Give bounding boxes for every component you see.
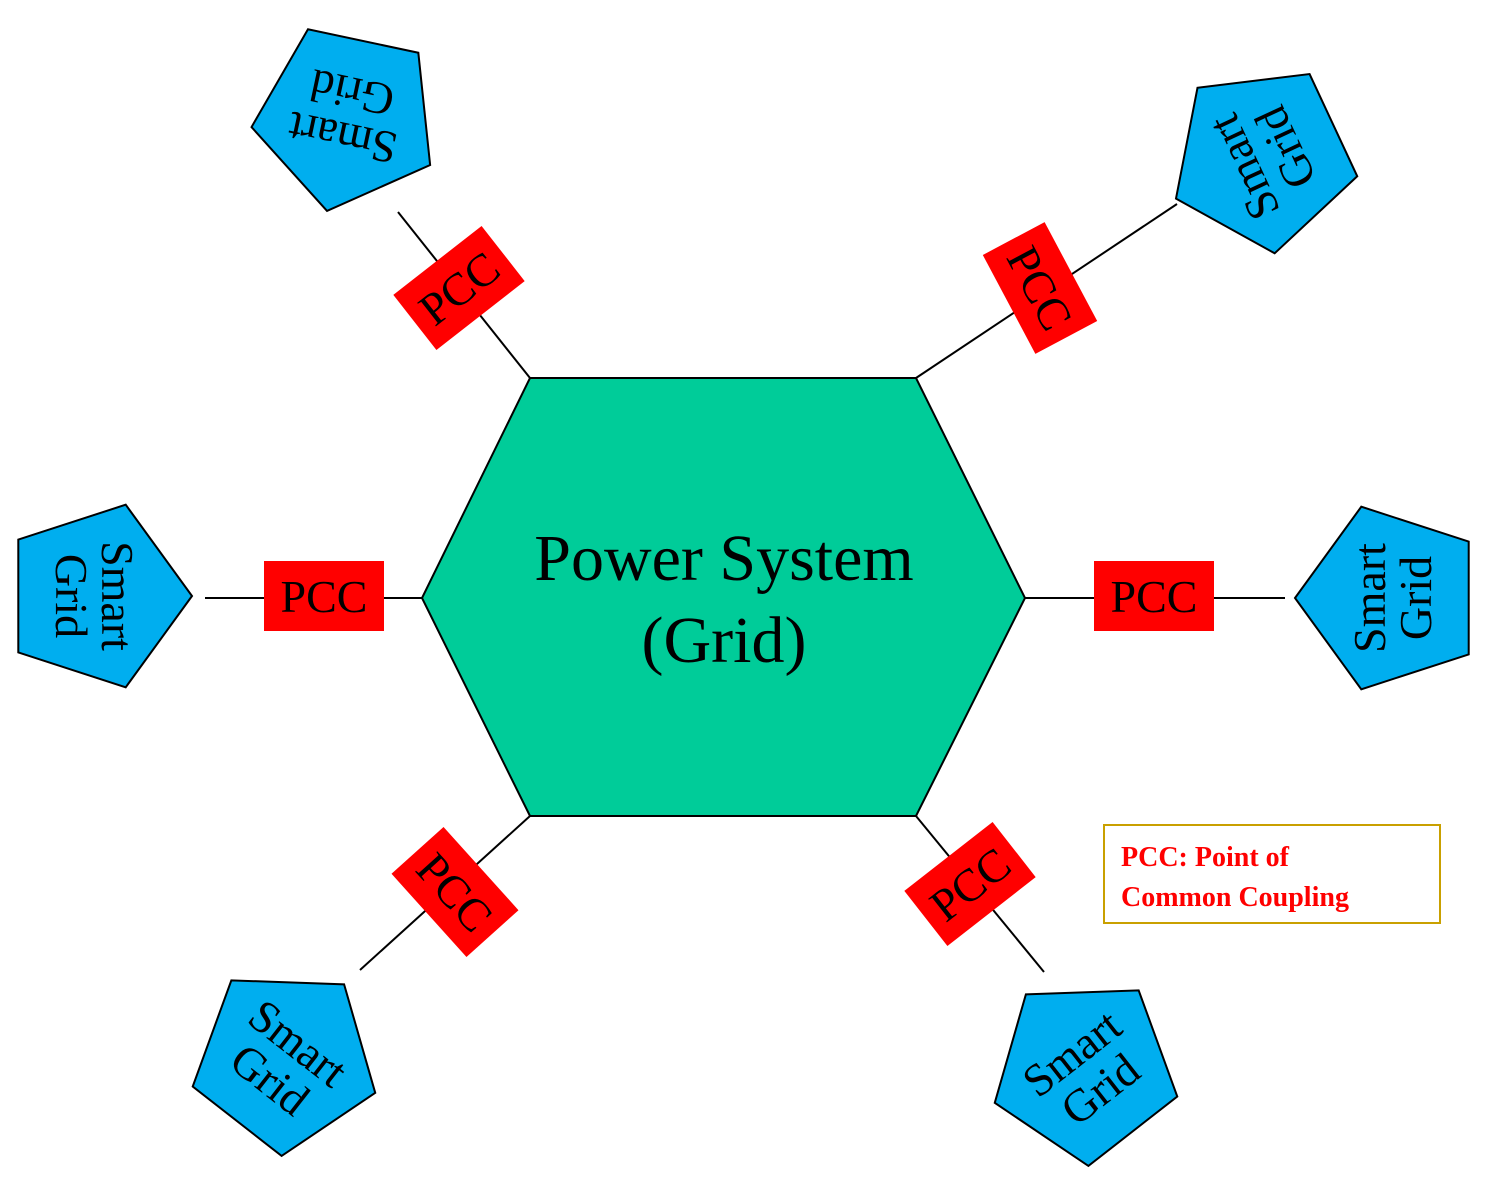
pcc-box-right: PCC bbox=[1094, 561, 1214, 631]
smart-grid-left: Smart Grid bbox=[17, 503, 194, 689]
pcc-rect bbox=[904, 821, 1036, 947]
pcc-rect bbox=[982, 222, 1098, 354]
smart-grid-top-right: Smart Grid bbox=[1174, 72, 1359, 255]
pentagon-shape bbox=[1174, 72, 1359, 255]
smart-grid-bottom-left: Smart Grid bbox=[191, 979, 377, 1158]
pcc-label: PCC bbox=[1111, 571, 1198, 622]
legend-box: PCC: Point of Common Coupling bbox=[1103, 824, 1441, 924]
smart-grid-bottom-right: Smart Grid bbox=[993, 989, 1179, 1168]
pcc-rect bbox=[391, 826, 519, 958]
pcc-box-bottom-right: PCC bbox=[904, 821, 1036, 947]
pentagon-shape bbox=[1293, 505, 1470, 691]
pcc-box-top-left: PCC bbox=[393, 225, 525, 351]
pentagon-shape bbox=[250, 28, 432, 213]
smart-grid-label-line1: Smart bbox=[1344, 543, 1395, 653]
smart-grid-right: Smart Grid bbox=[1293, 505, 1470, 691]
pcc-rect bbox=[393, 225, 525, 351]
hexagon-shape bbox=[420, 377, 1027, 817]
pcc-rect bbox=[264, 561, 384, 631]
smart-grid-label-line2: Grid bbox=[46, 554, 97, 638]
pentagon-shape bbox=[993, 989, 1179, 1168]
power-system-hub: Power System (Grid) bbox=[420, 377, 1027, 817]
pcc-rect bbox=[1094, 561, 1214, 631]
pcc-label: PCC bbox=[281, 571, 368, 622]
smart-grid-label-line1: Smart bbox=[92, 541, 143, 651]
hub-title-line1: Power System bbox=[534, 522, 914, 595]
pcc-box-top-right: PCC bbox=[982, 222, 1098, 354]
pentagon-shape bbox=[191, 979, 377, 1158]
pcc-box-bottom-left: PCC bbox=[391, 826, 519, 958]
pentagon-shape bbox=[17, 503, 194, 689]
legend-line2: Common Coupling bbox=[1121, 882, 1349, 913]
legend-line1: PCC: Point of bbox=[1121, 842, 1289, 873]
pcc-box-left: PCC bbox=[264, 561, 384, 631]
hub-title-line2: (Grid) bbox=[642, 604, 807, 677]
smart-grid-top-left: Smart Grid bbox=[250, 28, 432, 213]
smart-grid-label-line2: Grid bbox=[1390, 556, 1441, 640]
